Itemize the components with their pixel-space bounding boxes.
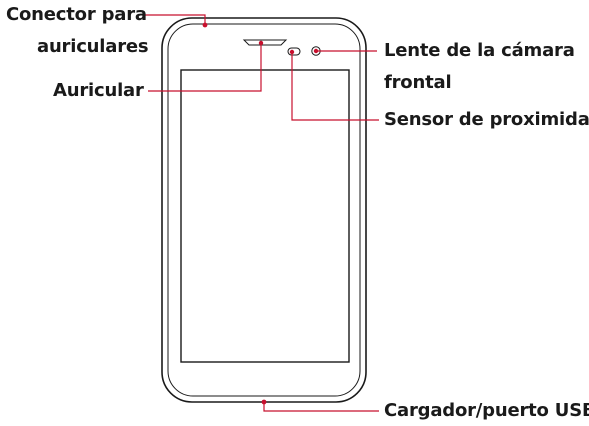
label-front-camera-line1: Lente de la cámara bbox=[384, 40, 575, 61]
callout-line-charger bbox=[263, 402, 379, 412]
callout-dot-proximity-sensor bbox=[289, 49, 295, 55]
phone-body-inner bbox=[167, 23, 361, 397]
callout-dots bbox=[202, 22, 319, 405]
earpiece-slot bbox=[242, 39, 288, 46]
callout-dot-earpiece bbox=[258, 40, 264, 46]
label-proximity-sensor: Sensor de proximidad bbox=[384, 109, 589, 130]
proximity-sensor bbox=[287, 47, 301, 56]
phone-body-outer bbox=[161, 17, 367, 403]
callout-line-headset-jack bbox=[142, 14, 206, 25]
label-front-camera-line2: frontal bbox=[384, 72, 452, 93]
callout-line-earpiece bbox=[148, 43, 262, 92]
label-headset-jack-line1: Conector para bbox=[6, 4, 147, 25]
callout-dot-charger bbox=[261, 399, 267, 405]
callout-lines bbox=[142, 14, 379, 412]
callout-line-proximity-sensor bbox=[291, 52, 379, 121]
callout-dot-front-camera bbox=[313, 48, 319, 54]
label-earpiece: Auricular bbox=[53, 80, 144, 101]
label-charger-usb: Cargador/puerto USB bbox=[384, 400, 589, 421]
label-headset-jack-line2: auriculares bbox=[37, 36, 149, 57]
phone-screen bbox=[180, 69, 350, 363]
callout-dot-headset-jack bbox=[202, 22, 208, 28]
